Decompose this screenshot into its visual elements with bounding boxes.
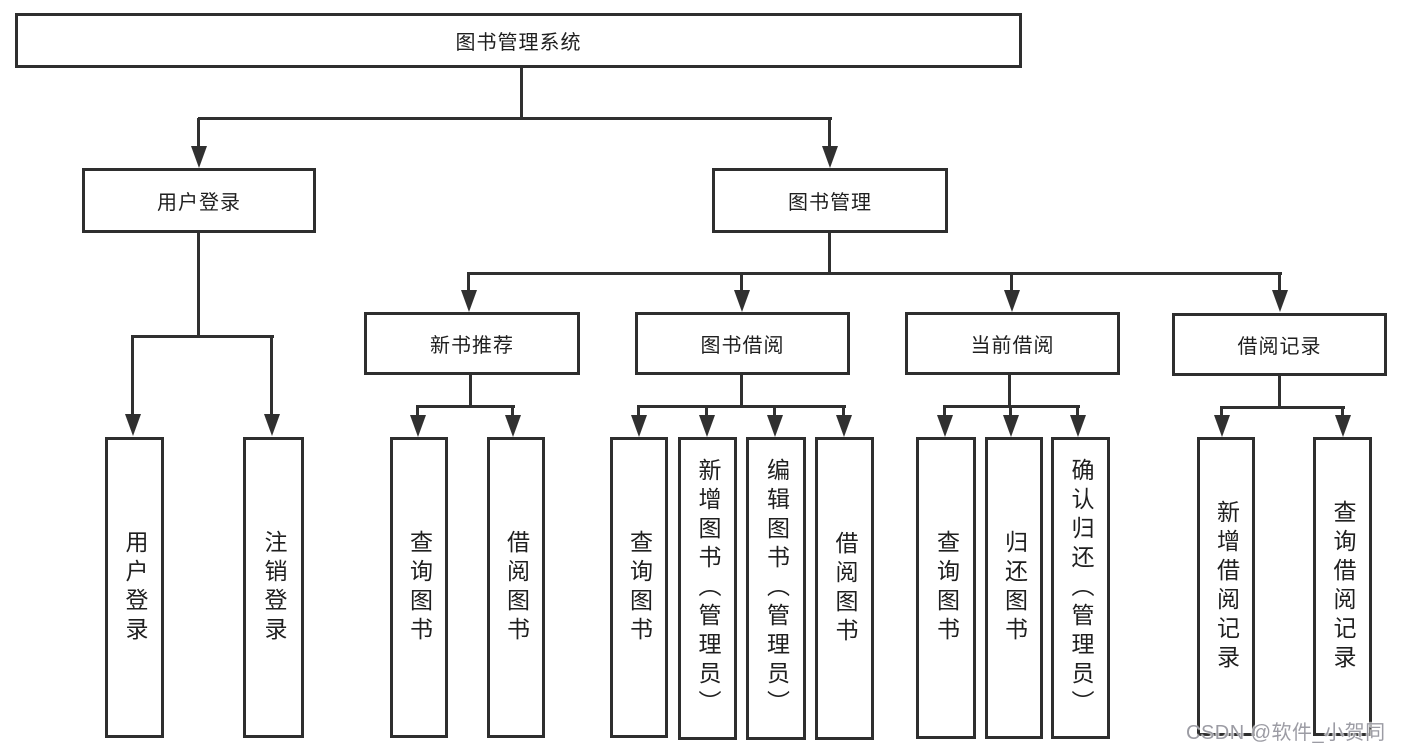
arrow-down-icon: [461, 290, 477, 312]
connector-line: [511, 406, 514, 417]
connector-line: [469, 375, 472, 406]
connector-line: [740, 375, 743, 406]
arrow-down-icon: [822, 146, 838, 168]
connector-line: [828, 232, 831, 273]
node-new-book-recommend: 新书推荐: [364, 312, 580, 375]
arrow-down-icon: [631, 415, 647, 437]
arrow-down-icon: [264, 414, 280, 436]
node-user-login: 用户登录: [82, 168, 316, 233]
connector-line: [1010, 273, 1013, 293]
connector-line: [773, 406, 776, 417]
leaf-records-add-record: 新增借阅记录: [1197, 437, 1255, 736]
leaf-recommend-borrow-books: 借阅图书: [487, 437, 545, 738]
connector-line: [1220, 406, 1345, 409]
connector-line: [637, 406, 640, 417]
node-current-borrow: 当前借阅: [905, 312, 1120, 375]
arrow-down-icon: [767, 415, 783, 437]
arrow-down-icon: [125, 414, 141, 436]
connector-line: [131, 336, 134, 416]
leaf-current-query-books: 查询图书: [916, 437, 976, 739]
connector-line: [1278, 376, 1281, 407]
arrow-down-icon: [410, 415, 426, 437]
connector-line: [1341, 407, 1344, 417]
connector-line: [197, 232, 200, 336]
leaf-records-query-record: 查询借阅记录: [1313, 437, 1372, 736]
leaf-current-confirm-return-admin: 确认归还（管理员）: [1051, 437, 1110, 739]
leaf-borrow-borrow-books: 借阅图书: [815, 437, 874, 740]
leaf-current-return-books: 归还图书: [985, 437, 1043, 739]
connector-line: [1009, 406, 1012, 417]
arrow-down-icon: [734, 290, 750, 312]
connector-line: [1008, 375, 1011, 406]
connector-line: [467, 273, 470, 293]
connector-line: [467, 272, 1282, 275]
node-root: 图书管理系统: [15, 13, 1022, 68]
connector-line: [270, 336, 273, 416]
connector-line: [416, 405, 515, 408]
leaf-borrow-edit-books-admin: 编辑图书（管理员）: [746, 437, 806, 740]
node-borrow-records: 借阅记录: [1172, 313, 1387, 376]
connector-line: [740, 273, 743, 293]
arrow-down-icon: [1272, 290, 1288, 312]
connector-line: [1220, 407, 1223, 417]
connector-line: [131, 335, 274, 338]
node-book-management: 图书管理: [712, 168, 948, 233]
arrow-down-icon: [191, 146, 207, 168]
arrow-down-icon: [505, 415, 521, 437]
arrow-down-icon: [1004, 290, 1020, 312]
leaf-borrow-add-books-admin: 新增图书（管理员）: [678, 437, 737, 740]
connector-line: [520, 68, 523, 118]
leaf-user-login: 用户登录: [105, 437, 164, 738]
arrow-down-icon: [699, 415, 715, 437]
leaf-recommend-query-books: 查询图书: [390, 437, 448, 738]
connector-line: [842, 406, 845, 417]
arrow-down-icon: [1070, 415, 1086, 437]
csdn-watermark: CSDN @软件_小贺同学: [1186, 722, 1386, 744]
arrow-down-icon: [937, 415, 953, 437]
arrow-down-icon: [1214, 415, 1230, 437]
connector-line: [197, 118, 200, 150]
connector-line: [1278, 273, 1281, 293]
arrow-down-icon: [1003, 415, 1019, 437]
leaf-logout: 注销登录: [243, 437, 304, 738]
connector-line: [705, 406, 708, 417]
connector-line: [943, 406, 946, 417]
connector-line: [1076, 406, 1079, 417]
arrow-down-icon: [1335, 415, 1351, 437]
connector-line: [198, 117, 832, 120]
connector-line: [828, 118, 831, 150]
arrow-down-icon: [836, 415, 852, 437]
node-book-borrow: 图书借阅: [635, 312, 850, 375]
leaf-borrow-query-books: 查询图书: [610, 437, 668, 738]
connector-line: [416, 406, 419, 417]
connector-line: [637, 405, 846, 408]
